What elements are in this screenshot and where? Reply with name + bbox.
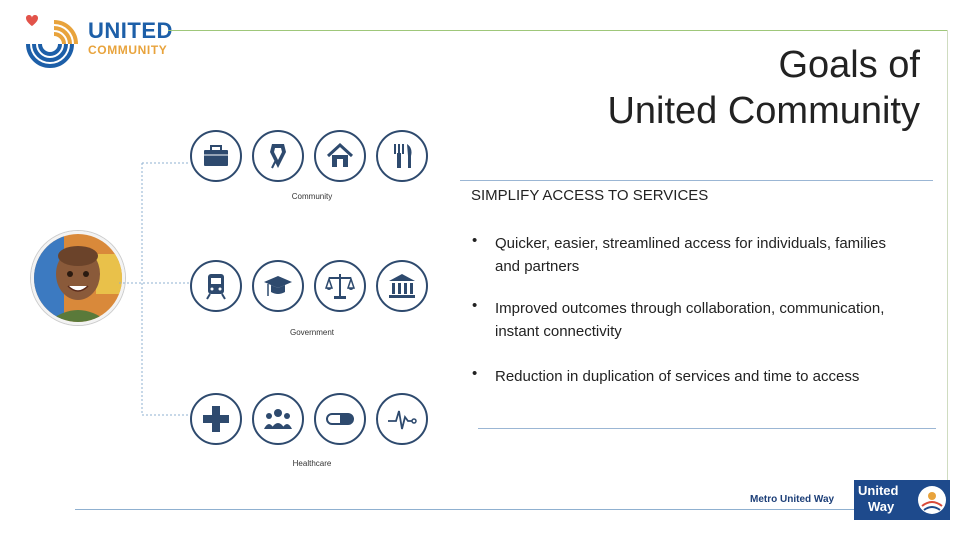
pill-icon [314,393,366,445]
panel-top-divider [460,180,933,181]
logo-word-united: UNITED [88,18,173,43]
courthouse-icon [376,260,428,312]
panel-bottom-divider [478,428,936,429]
group-label-community: Community [291,192,333,201]
graduation-cap-icon [252,260,304,312]
child-avatar [31,231,125,325]
united-way-word-way: Way [868,499,895,514]
bullet-item: Improved outcomes through collaboration,… [495,300,885,340]
people-icon [252,393,304,445]
bullet-item: Quicker, easier, streamlined access for … [495,235,886,275]
heartbeat-icon [376,393,428,445]
logo-word-community: COMMUNITY [88,43,168,57]
united-way-word-united: United [858,483,899,498]
ribbon-icon [252,130,304,182]
title-line-1: Goals of [778,44,920,86]
united-way-emblem-icon [918,486,946,514]
united-way-logo [854,480,950,520]
panel-heading: SIMPLIFY ACCESS TO SERVICES [471,187,709,204]
train-icon [190,260,242,312]
bullet-marker: • [472,232,478,249]
bullet-item: Reduction in duplication of services and… [495,368,860,385]
right-divider [947,30,948,485]
briefcase-icon [190,130,242,182]
metro-united-way-text: Metro United Way [750,494,835,505]
bullet-marker: • [472,365,478,382]
slide-title: Goals of United Community [420,42,920,134]
top-divider [168,30,948,31]
title-line-2: United Community [607,90,920,132]
house-icon [314,130,366,182]
child-photo-icon [34,234,122,322]
united-community-logo [22,14,172,70]
scales-icon [314,260,366,312]
bullet-marker: • [472,297,478,314]
medical-cross-icon [190,393,242,445]
fork-knife-icon [376,130,428,182]
footer-divider [75,509,947,510]
group-label-government: Government [289,328,335,337]
logo-mark-icon [26,15,78,68]
group-label-healthcare: Healthcare [292,459,332,468]
